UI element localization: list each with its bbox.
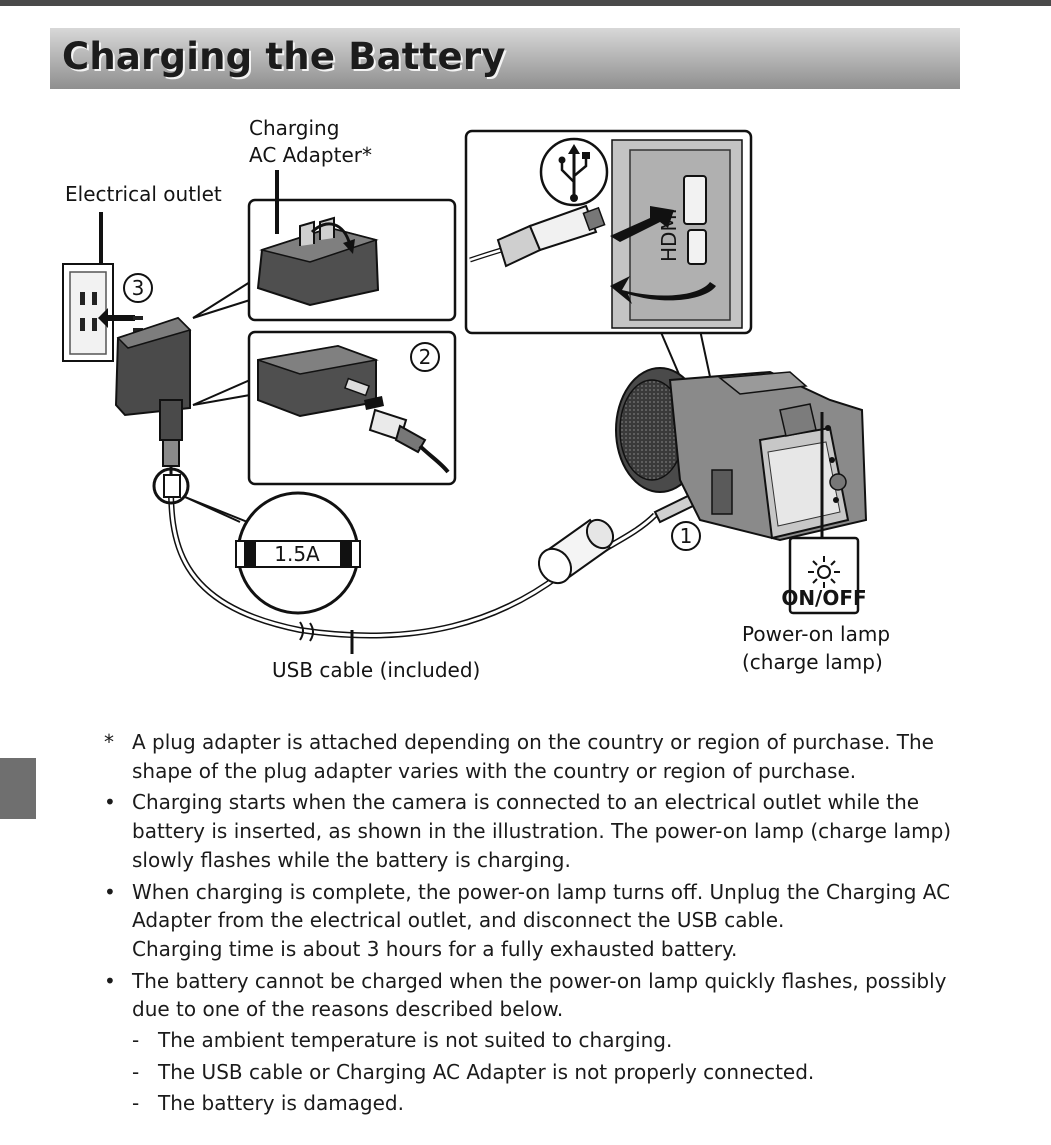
note-item: • When charging is complete, the power-o… xyxy=(104,878,984,964)
charging-ac-adapter xyxy=(114,316,192,476)
charging-diagram: 2 1.5A HDMI xyxy=(62,116,890,682)
reasons-list: -The ambient temperature is not suited t… xyxy=(132,1026,984,1118)
camera xyxy=(615,367,868,542)
open-cover-arrow-icon xyxy=(610,276,716,304)
reason-item: -The USB cable or Charging AC Adapter is… xyxy=(132,1058,984,1087)
note-line: Charging time is about 3 hours for a ful… xyxy=(132,936,738,961)
label-electrical-outlet: Electrical outlet xyxy=(65,182,222,206)
lamp-icon xyxy=(808,556,840,588)
note-line: slowly flashes while the battery is char… xyxy=(132,847,571,872)
reason-item: -The ambient temperature is not suited t… xyxy=(132,1026,984,1055)
notes-list: * A plug adapter is attached depending o… xyxy=(104,728,984,1121)
callout-plug-adapter xyxy=(247,198,457,322)
rating-marker xyxy=(163,474,181,498)
label-usb-cable: USB cable (included) xyxy=(272,658,480,682)
svg-text:1: 1 xyxy=(680,524,693,548)
label-charge-lamp: (charge lamp) xyxy=(742,650,883,674)
note-item: * A plug adapter is attached depending o… xyxy=(104,728,984,785)
note-line: Charging starts when the camera is conne… xyxy=(132,790,920,815)
callout-camera-port: HDMI xyxy=(464,129,753,335)
svg-text:3: 3 xyxy=(132,276,145,300)
lamp-indicator: ON/OFF xyxy=(781,536,867,615)
note-line: shape of the plug adapter varies with th… xyxy=(132,758,857,783)
svg-text:2: 2 xyxy=(419,345,432,369)
step-2-badge: 2 xyxy=(410,342,440,372)
step-3-badge: 3 xyxy=(123,273,153,303)
on-off-label: ON/OFF xyxy=(781,586,866,610)
step-1-badge: 1 xyxy=(671,521,701,551)
note-line: The battery cannot be charged when the p… xyxy=(132,968,947,993)
reason-text: The battery is damaged. xyxy=(158,1091,404,1116)
reason-text: The ambient temperature is not suited to… xyxy=(158,1028,673,1053)
reason-item: -The battery is damaged. xyxy=(132,1089,984,1118)
reason-text: The USB cable or Charging AC Adapter is … xyxy=(158,1059,815,1084)
rating-highlight xyxy=(152,467,190,505)
note-line: due to one of the reasons described belo… xyxy=(132,997,564,1022)
title-bar: Charging the Battery xyxy=(50,28,960,89)
insert-arrow-icon xyxy=(98,308,135,328)
label-ac-adapter: AC Adapter* xyxy=(249,143,372,167)
rating-value: 1.5A xyxy=(274,542,320,566)
dash-marker: - xyxy=(132,1059,140,1084)
dash-marker: - xyxy=(132,1091,140,1116)
note-line: Adapter from the electrical outlet, and … xyxy=(132,908,785,933)
top-rule xyxy=(0,0,1051,6)
electrical-outlet xyxy=(62,212,114,362)
note-item: • The battery cannot be charged when the… xyxy=(104,967,984,1119)
callout-usb-into-adapter xyxy=(247,330,457,486)
note-line: When charging is complete, the power-on … xyxy=(132,879,951,904)
note-line: battery is inserted, as shown in the ill… xyxy=(132,819,952,844)
label-charging: Charging xyxy=(249,116,339,140)
label-power-on-lamp: Power-on lamp xyxy=(742,622,890,646)
note-marker: • xyxy=(104,790,116,815)
note-line: A plug adapter is attached depending on … xyxy=(132,730,934,754)
side-tab-marker xyxy=(0,758,36,819)
page-title: Charging the Battery xyxy=(62,35,506,78)
rating-magnifier: 1.5A xyxy=(235,491,361,615)
note-marker: • xyxy=(104,879,116,904)
note-item: • Charging starts when the camera is con… xyxy=(104,788,984,874)
dash-marker: - xyxy=(132,1028,140,1053)
usb-icon xyxy=(539,137,609,207)
insert-arrow-icon xyxy=(610,206,674,242)
note-marker: • xyxy=(104,968,116,993)
note-marker: * xyxy=(104,730,114,754)
ferrite-core xyxy=(537,518,615,585)
